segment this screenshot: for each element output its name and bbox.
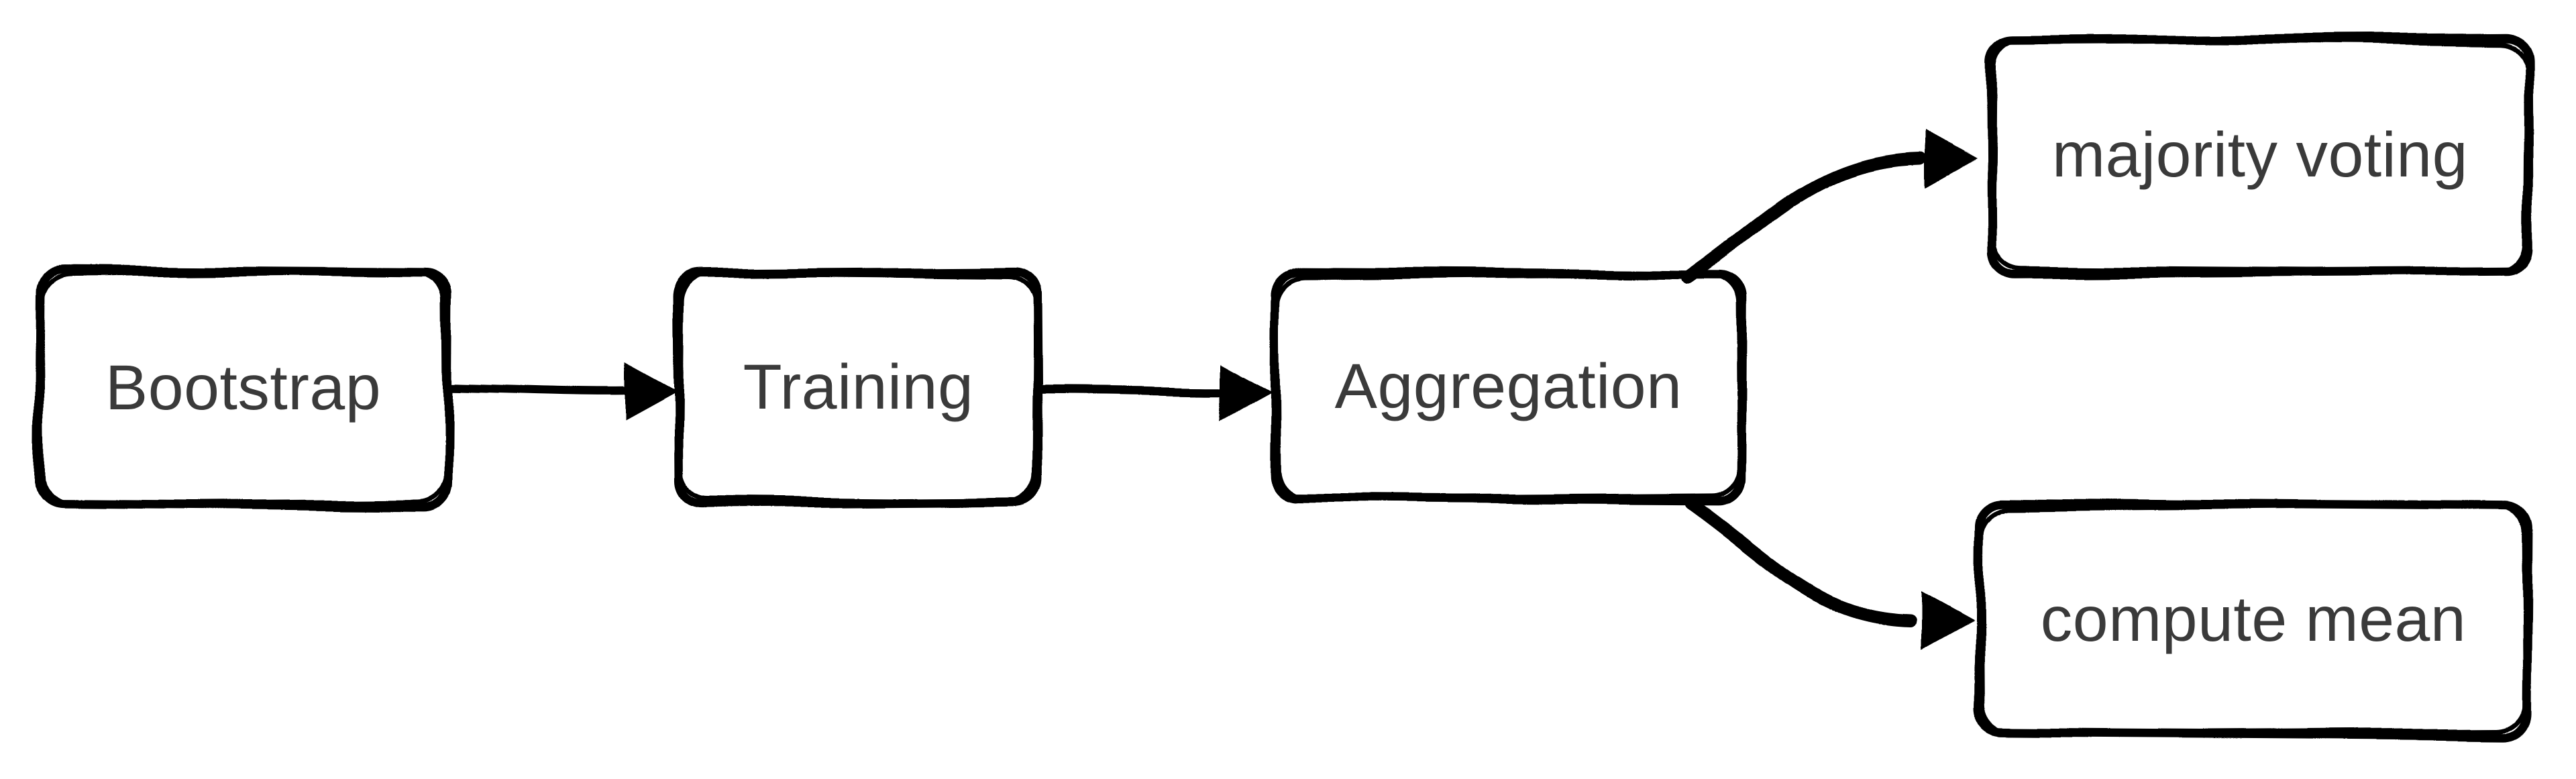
edge-aggregation-compute-mean <box>1684 497 1973 650</box>
node-training-outline <box>673 266 1044 509</box>
edge-bootstrap-training-arrowhead <box>625 362 678 420</box>
node-aggregation-box <box>1269 268 1748 506</box>
edge-bootstrap-training <box>446 362 678 420</box>
edge-training-aggregation-line <box>1036 386 1224 397</box>
edge-training-aggregation <box>1036 364 1273 421</box>
edge-aggregation-majority-voting-line <box>1681 152 1927 284</box>
edge-aggregation-majority-voting-arrowhead <box>1925 130 1977 189</box>
node-compute-mean-box <box>1974 499 2533 741</box>
edge-aggregation-majority-voting <box>1681 130 1977 284</box>
node-aggregation-outline-sketch <box>1274 272 1743 501</box>
node-compute-mean-outline <box>1974 499 2533 741</box>
node-bootstrap-box <box>34 265 452 511</box>
node-aggregation-outline <box>1269 268 1748 506</box>
node-training-outline-sketch <box>678 271 1039 505</box>
edge-bootstrap-training-line <box>446 383 629 396</box>
node-majority-voting-box <box>1986 33 2534 278</box>
node-majority-voting-outline-sketch <box>1991 37 2529 274</box>
node-compute-mean-outline-sketch <box>1978 503 2528 737</box>
node-training-box <box>673 266 1044 509</box>
node-majority-voting-outline <box>1986 33 2534 278</box>
node-bootstrap-outline <box>34 265 452 511</box>
edge-training-aggregation-arrowhead <box>1220 364 1273 421</box>
node-bootstrap-outline-sketch <box>39 270 447 507</box>
edge-aggregation-compute-mean-line <box>1684 497 1916 627</box>
edge-aggregation-compute-mean-arrowhead <box>1921 592 1973 650</box>
